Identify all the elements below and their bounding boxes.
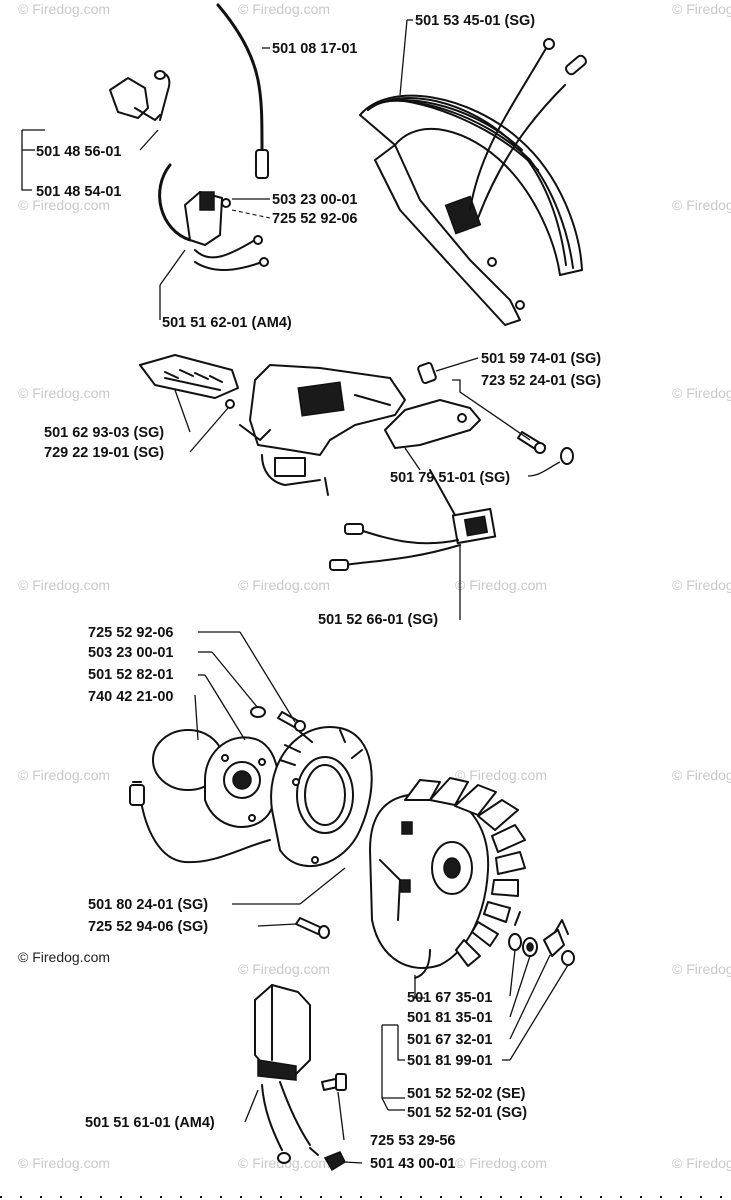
label-501-67-32-01: 501 67 32-01	[407, 1032, 492, 1048]
watermark: © Firedog.com	[672, 1, 731, 17]
section-ignition-top	[21, 3, 588, 326]
label-501-08-17-01: 501 08 17-01	[272, 41, 357, 57]
starter-housing	[239, 364, 406, 496]
ignition-module-bottom	[254, 984, 319, 1164]
ignition-module-top	[158, 163, 269, 271]
label-501-51-62-01: 501 51 62-01 (AM4)	[162, 315, 292, 331]
watermark: © Firedog.com	[238, 1, 330, 17]
watermark: © Firedog.com	[18, 767, 110, 783]
label-501-51-61-01: 501 51 61-01 (AM4)	[85, 1115, 215, 1131]
label-725-52-92-06-mid: 725 52 92-06	[88, 625, 173, 641]
label-501-81-35-01: 501 81 35-01	[407, 1010, 492, 1026]
watermark: © Firedog.com	[455, 577, 547, 593]
generator-cable	[129, 781, 271, 864]
label-501-80-24-01: 501 80 24-01 (SG)	[88, 897, 208, 913]
label-501-67-35-01: 501 67 35-01	[407, 990, 492, 1006]
section-flywheel	[129, 631, 575, 1172]
watermark: © Firedog.com	[455, 767, 547, 783]
watermark: © Firedog.com	[18, 385, 110, 401]
watermark: © Firedog.com	[18, 577, 110, 593]
part-labels: 501 08 17-01 501 53 45-01 (SG) 501 48 56…	[36, 13, 601, 1172]
lever-plate	[384, 399, 481, 449]
watermark: © Firedog.com	[18, 197, 110, 213]
label-503-23-00-01-top: 503 23 00-01	[272, 192, 357, 208]
label-725-53-29-56: 725 53 29-56	[370, 1133, 455, 1149]
watermark: © Firedog.com	[672, 1155, 731, 1171]
label-501-59-74-01: 501 59 74-01 (SG)	[481, 351, 601, 367]
label-729-22-19-01: 729 22 19-01 (SG)	[44, 445, 164, 461]
ht-lead	[216, 3, 264, 152]
watermark: © Firedog.com	[672, 577, 731, 593]
label-723-52-24-01: 723 52 24-01 (SG)	[481, 373, 601, 389]
ht-lead-cap	[255, 149, 269, 179]
label-501-52-82-01: 501 52 82-01	[88, 667, 173, 683]
label-503-23-00-01-mid: 503 23 00-01	[88, 645, 173, 661]
watermarks: © Firedog.com © Firedog.com © Firedog.co…	[18, 1, 731, 1171]
label-501-48-54-01: 501 48 54-01	[36, 184, 121, 200]
label-740-42-21-00: 740 42 21-00	[88, 689, 173, 705]
generator-ring	[270, 725, 373, 867]
watermark: © Firedog.com	[672, 197, 731, 213]
bracket-plate	[139, 354, 239, 409]
watermark: © Firedog.com	[672, 961, 731, 977]
flywheel	[369, 777, 526, 979]
label-501-52-66-01: 501 52 66-01 (SG)	[318, 612, 438, 628]
label-501-43-00-01: 501 43 00-01	[370, 1156, 455, 1172]
label-501-52-52-01: 501 52 52-01 (SG)	[407, 1105, 527, 1121]
switch-connector	[329, 469, 497, 571]
label-501-53-45-01: 501 53 45-01 (SG)	[415, 13, 535, 29]
label-725-52-94-06: 725 52 94-06 (SG)	[88, 919, 208, 935]
flywheel-nut-stack	[508, 911, 575, 966]
section-housing	[139, 354, 574, 620]
label-501-81-99-01: 501 81 99-01	[407, 1053, 492, 1069]
label-501-48-56-01: 501 48 56-01	[36, 144, 121, 160]
bolt-washer-mid	[250, 706, 306, 732]
screw-725-52-94	[295, 917, 330, 939]
watermark: © Firedog.com	[672, 767, 731, 783]
ignition-coil	[359, 38, 588, 326]
watermark: © Firedog.com	[18, 1, 110, 17]
watermark: © Firedog.com	[672, 385, 731, 401]
screw-725-53-29	[321, 1073, 347, 1091]
watermark: © Firedog.com	[18, 1155, 110, 1171]
watermark: © Firedog.com	[238, 577, 330, 593]
spark-plug-cap	[109, 70, 171, 121]
watermark: © Firedog.com	[238, 961, 330, 977]
label-725-52-92-06-top: 725 52 92-06	[272, 211, 357, 227]
watermark: © Firedog.com	[455, 1155, 547, 1171]
stator-plate	[204, 736, 280, 828]
copyright-mark: © Firedog.com	[18, 949, 110, 965]
label-501-62-93-03: 501 62 93-03 (SG)	[44, 425, 164, 441]
label-501-79-51-01: 501 79 51-01 (SG)	[390, 470, 510, 486]
label-501-52-52-02: 501 52 52-02 (SE)	[407, 1086, 526, 1102]
